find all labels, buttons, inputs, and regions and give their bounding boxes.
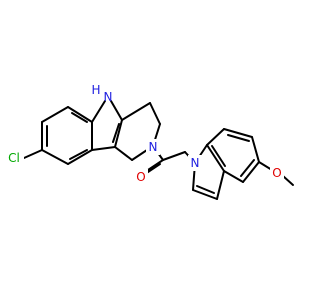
bond — [227, 134, 250, 142]
bond — [71, 112, 88, 123]
bond — [67, 149, 93, 165]
bond — [223, 128, 253, 138]
atom-label-layer: Cl N H N O N O — [6, 82, 284, 185]
bond — [149, 102, 161, 125]
bond — [69, 149, 88, 160]
atom-background — [146, 139, 160, 155]
bond — [240, 159, 255, 177]
bond — [114, 119, 123, 148]
bond — [121, 102, 151, 121]
bond — [91, 146, 116, 151]
atom-background — [92, 82, 104, 98]
atom-background — [134, 169, 148, 185]
bond — [41, 149, 69, 165]
atom-label-o-carbonyl: O — [136, 170, 145, 184]
bond — [258, 161, 273, 171]
molecule-structure: Cl N H N O N O — [6, 82, 294, 200]
bond — [223, 170, 244, 183]
bond — [67, 106, 93, 123]
bond — [114, 146, 133, 161]
bond — [282, 175, 294, 186]
atom-label-nh-n: N — [104, 90, 113, 104]
bond — [211, 145, 226, 167]
atom-indole-nh: N H — [91, 82, 115, 104]
bond — [206, 144, 225, 172]
bond — [196, 185, 215, 194]
atom-indole-nitrogen: N — [188, 155, 202, 171]
bond — [192, 189, 218, 200]
bond — [242, 161, 260, 183]
atom-carbonyl-oxygen: O — [134, 169, 148, 185]
atom-methoxy-oxygen: O — [270, 165, 284, 181]
bond — [112, 123, 120, 143]
atom-chlorine: Cl — [6, 150, 24, 166]
bond — [23, 149, 43, 159]
atom-background — [103, 82, 115, 98]
bond — [41, 106, 69, 123]
bond — [216, 170, 225, 200]
bond — [251, 136, 260, 163]
atom-label-n-ring: N — [149, 140, 158, 154]
atom-label-n-indole: N — [191, 156, 200, 170]
atom-label-nh-h: H — [91, 83, 100, 97]
atom-background — [270, 165, 284, 181]
atom-ring-nitrogen: N — [146, 139, 160, 155]
atom-label-o-methoxy: O — [272, 166, 281, 180]
bond — [110, 100, 123, 121]
bond — [206, 128, 225, 146]
atom-background — [6, 150, 24, 166]
bond — [91, 100, 106, 123]
bond — [162, 151, 186, 161]
atom-label-cl: Cl — [8, 151, 20, 165]
atom-background — [188, 155, 202, 171]
